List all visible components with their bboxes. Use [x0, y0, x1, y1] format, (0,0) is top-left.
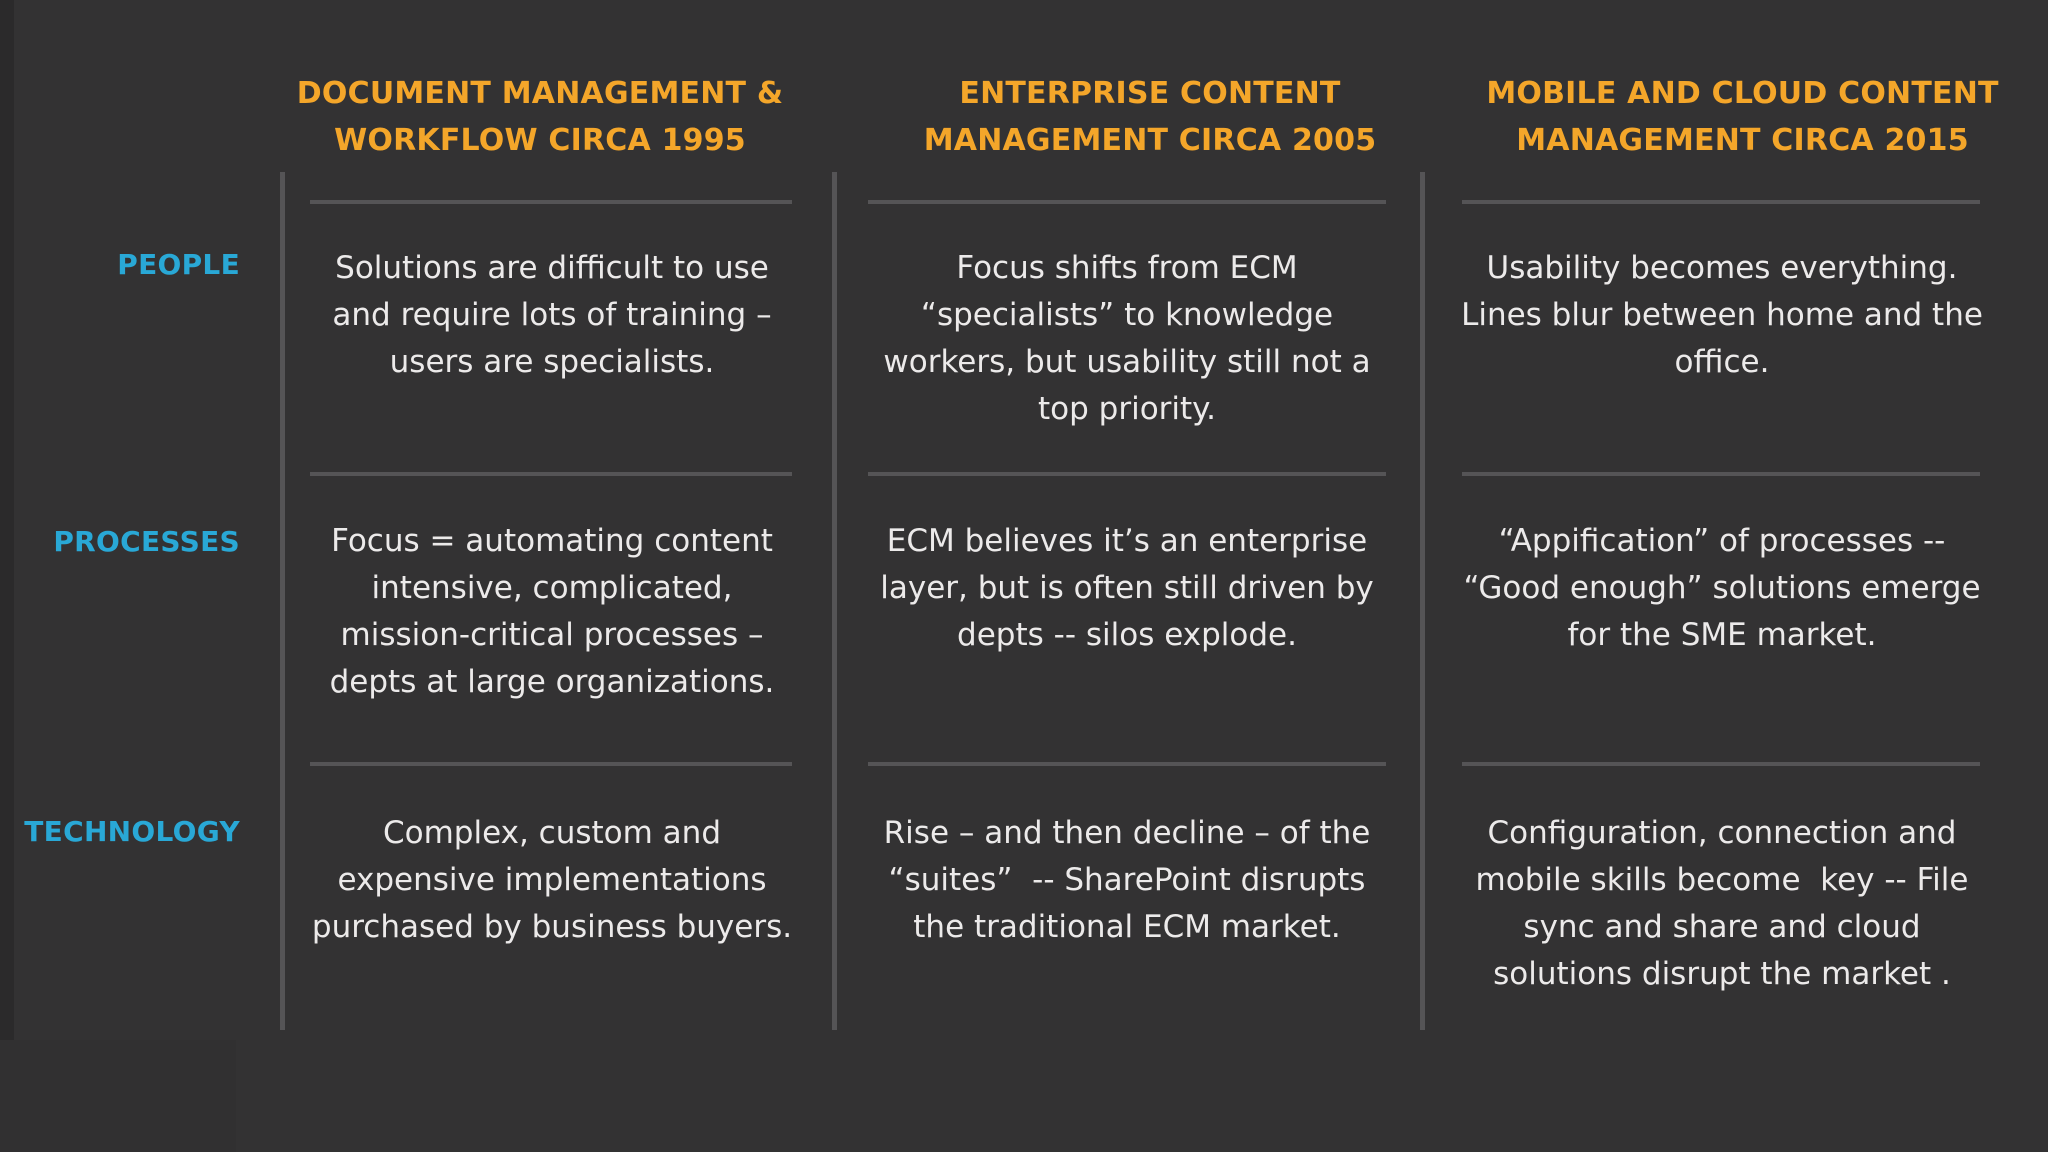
- cell-technology-2015: Configuration, connection and mobile ski…: [1475, 815, 1979, 992]
- bottom-left-edge-band: [0, 1040, 236, 1152]
- row-rule-people-col3: [1462, 200, 1980, 204]
- cell-processes-2015: “Appification” of processes -- “Good eno…: [1463, 523, 1991, 653]
- row-rule-technology-col3: [1462, 762, 1980, 766]
- cell-people-2005: Focus shifts from ECM “specialists” to k…: [883, 250, 1381, 427]
- row-rule-processes-col2: [868, 472, 1386, 476]
- cell-people-1995: Solutions are difficult to use and requi…: [332, 250, 782, 380]
- column-divider-middle: [832, 172, 837, 1030]
- row-rule-technology-col2: [868, 762, 1386, 766]
- column-divider-left: [280, 172, 285, 1030]
- column-header-2005: ENTERPRISE CONTENT MANAGEMENT CIRCA 2005: [923, 76, 1377, 158]
- cell-processes-2005: ECM believes it’s an enterprise layer, b…: [880, 523, 1384, 653]
- cell-technology-1995: Complex, custom and expensive implementa…: [311, 815, 793, 945]
- row-label-people: PEOPLE: [117, 248, 240, 281]
- row-rule-people-col2: [868, 200, 1386, 204]
- cell-technology-2005: Rise – and then decline – of the “suites…: [883, 815, 1381, 945]
- column-header-2015: MOBILE AND CLOUD CONTENT MANAGEMENT CIRC…: [1486, 76, 1999, 158]
- row-label-processes: PROCESSES: [53, 525, 240, 558]
- column-header-1995: DOCUMENT MANAGEMENT & WORKFLOW CIRCA 199…: [296, 76, 784, 158]
- row-rule-processes-col1: [310, 472, 792, 476]
- row-rule-people-col1: [310, 200, 792, 204]
- row-rule-technology-col1: [310, 762, 792, 766]
- cell-people-2015: Usability becomes everything. Lines blur…: [1461, 250, 1993, 380]
- row-rule-processes-col3: [1462, 472, 1980, 476]
- column-divider-right: [1420, 172, 1425, 1030]
- column-header-row: DOCUMENT MANAGEMENT & WORKFLOW CIRCA 199…: [0, 70, 2048, 170]
- row-label-technology: TECHNOLOGY: [24, 815, 240, 848]
- cell-processes-1995: Focus = automating content intensive, co…: [329, 523, 783, 700]
- left-edge-band: [0, 0, 14, 1152]
